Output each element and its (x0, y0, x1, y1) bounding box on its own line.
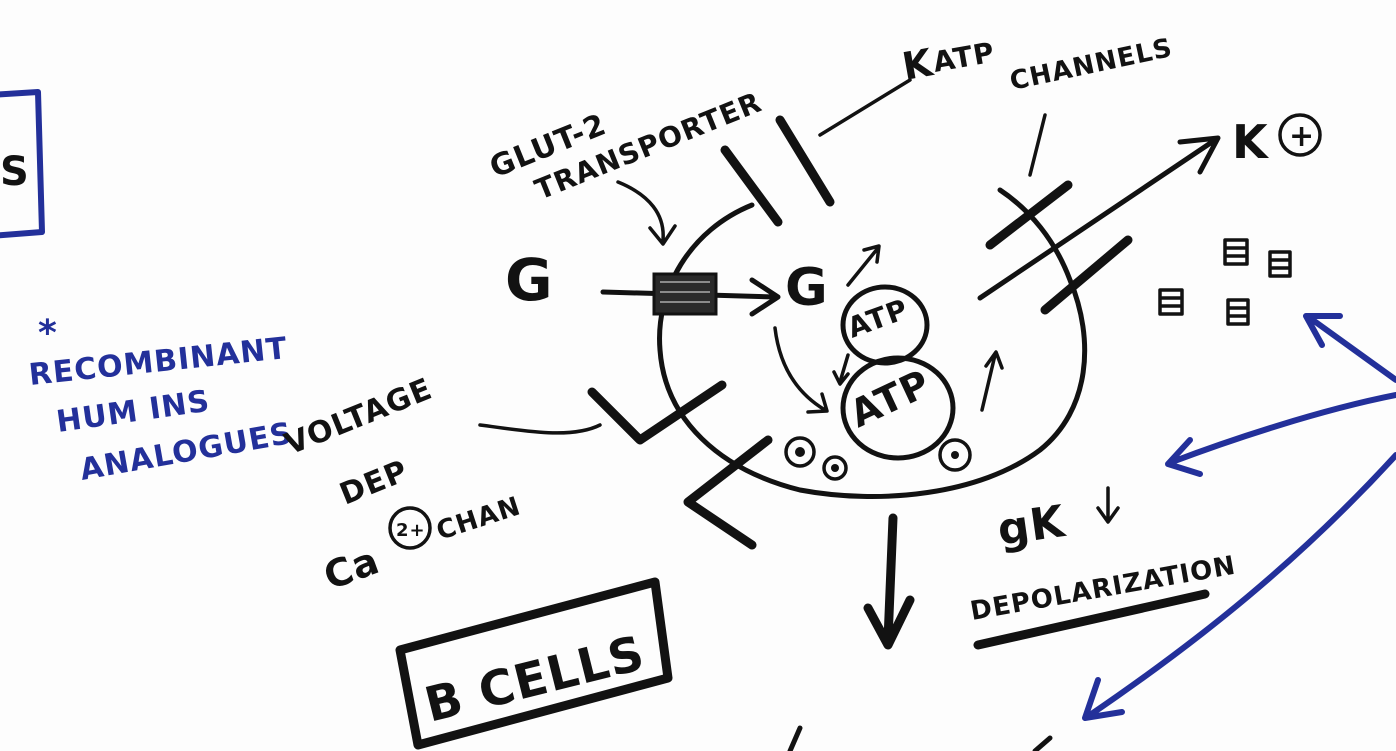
granule-3 (1268, 250, 1292, 278)
transporter-hatch (660, 281, 710, 303)
top-channel-bar-right (775, 115, 835, 207)
atp-small-circle (840, 284, 930, 366)
katp-channel-bar-top (985, 180, 1073, 250)
ca-channel-label-group: VOLTAGE DEP Ca 2+ CHAN (280, 372, 602, 598)
glycolysis-curve-arrow (773, 326, 829, 414)
glucose-outside-label: G (505, 246, 554, 314)
atp-to-channel-arrow (980, 350, 1004, 412)
blue-arrow-down-left (1082, 452, 1396, 721)
cell-membrane (657, 187, 1088, 499)
human-insulin-label: HUM INS (54, 384, 212, 440)
channels-pointer-line (1028, 113, 1047, 177)
ca-label: Ca (318, 538, 385, 598)
blue-arrow-to-granules (1303, 313, 1396, 383)
granule-2 (1223, 238, 1249, 266)
granule-cluster (1158, 238, 1292, 326)
gk-down-arrow (1096, 486, 1120, 524)
granule-1 (1158, 288, 1184, 316)
depolarization-underline (973, 589, 1210, 650)
atp-to-atp-arrow (832, 353, 850, 386)
blue-arrow-to-depolarization (1165, 392, 1396, 477)
vesicle-1-core (795, 447, 805, 457)
katp-channel-bar-bottom (1040, 235, 1133, 315)
k-plus-circle (1278, 113, 1322, 157)
partial-label-left: S (0, 149, 30, 195)
vesicle-2-core (831, 464, 839, 472)
downward-release-arrow (863, 513, 915, 650)
chan-label: CHAN (433, 491, 525, 546)
top-channel-bar-left (720, 145, 783, 227)
b-cells-box-group: B CELLS (395, 577, 673, 750)
vesicle-3 (938, 438, 972, 472)
asterisk-mark: * (38, 313, 58, 354)
glucose-inside-label: G (785, 258, 829, 318)
b-cells-box (395, 577, 673, 750)
bottom-partial-stroke-right (1032, 735, 1053, 751)
k-plus-label: K (1232, 115, 1270, 169)
k-plus-sign: + (1289, 119, 1315, 154)
katp-pointer-line (818, 78, 912, 137)
vesicle-1 (784, 436, 816, 468)
katp-atp-label: ATP (930, 36, 997, 79)
bottom-partial-stroke-left (787, 725, 803, 751)
vesicle-2 (822, 455, 848, 481)
ca-charge-circle (388, 506, 432, 550)
voltage-label: VOLTAGE (280, 372, 438, 463)
recombinant-label: RECOMBINANT (27, 331, 289, 393)
gk-label: gK (994, 496, 1069, 556)
channels-label: CHANNELS (1007, 33, 1175, 97)
depolarization-group: gK DEPOLARIZATION (968, 486, 1238, 650)
granule-4 (1226, 298, 1250, 326)
katp-label-group: K ATP CHANNELS (818, 33, 1175, 177)
glut2-pointer-arrow (616, 180, 677, 246)
ca-charge-label: 2+ (396, 520, 426, 541)
glut2-transporter (652, 272, 718, 316)
dep-label: DEP (335, 454, 413, 513)
glucose-metabolism-arrow (846, 244, 881, 287)
partial-box-left: S (0, 89, 45, 239)
k-efflux-arrow (977, 135, 1221, 301)
atp-large-circle (840, 355, 956, 461)
ca-pointer-line (478, 423, 602, 435)
ca-channel-lower (683, 435, 773, 550)
recombinant-note: * RECOMBINANT HUM INS ANALOGUES (27, 313, 295, 488)
ca-channel-upper (587, 380, 727, 445)
vesicle-3-core (951, 451, 959, 459)
